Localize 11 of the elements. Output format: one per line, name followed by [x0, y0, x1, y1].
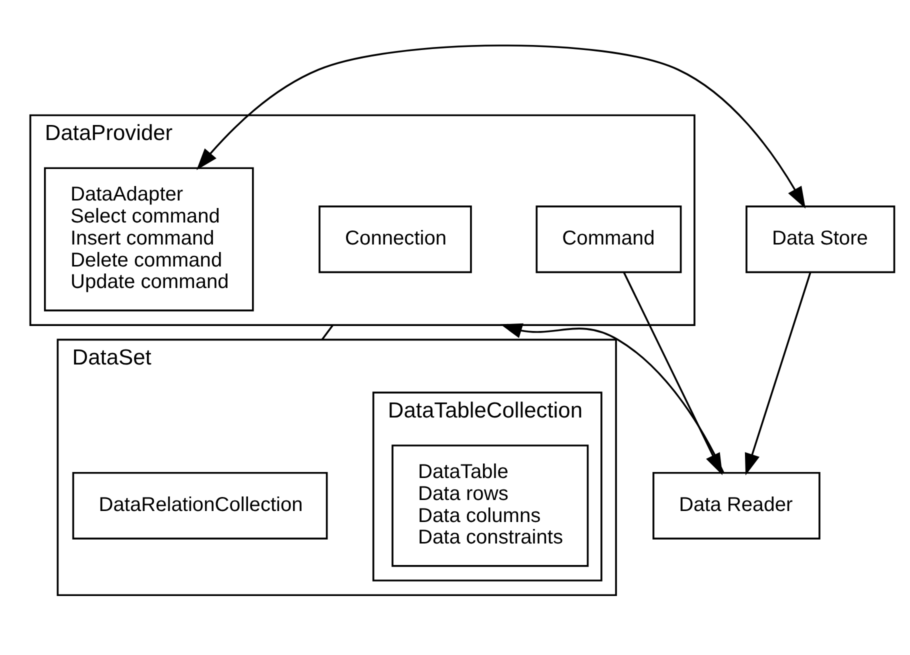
arrow [500, 323, 724, 473]
connector [321, 324, 334, 340]
node-box: DataAdapter Select command Insert command Delete command Update command [44, 167, 254, 312]
node-box: Data Reader [652, 472, 820, 540]
node-box: Data Store [746, 206, 896, 274]
arrow [196, 44, 806, 209]
node-box: Command [536, 206, 682, 274]
arrow [744, 272, 812, 476]
node-box: DataRelationCollection [72, 472, 328, 540]
node-box: Connection [318, 206, 472, 274]
node-box: DataTable Data rows Data columns Data constraints [392, 444, 589, 567]
